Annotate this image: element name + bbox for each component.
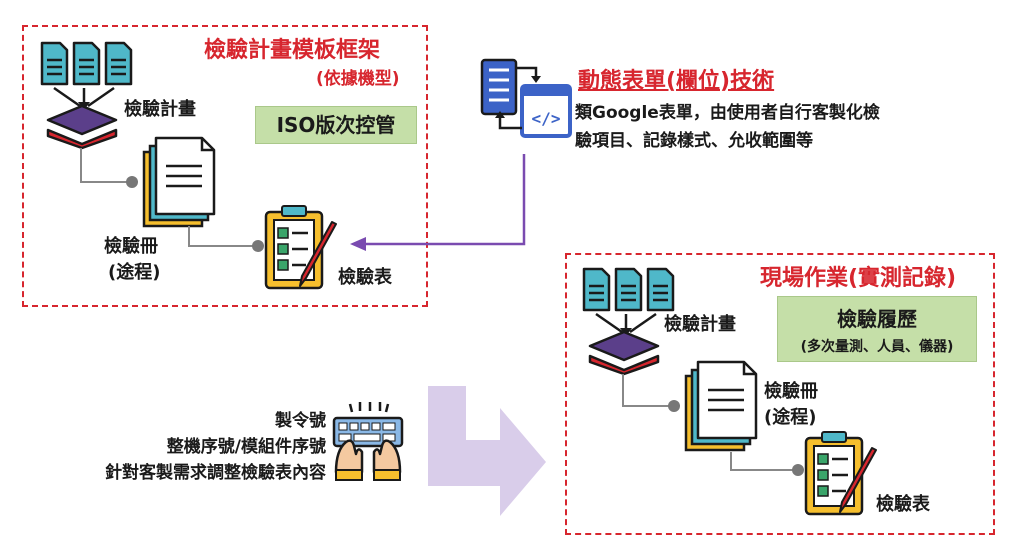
documents-icon — [40, 41, 133, 86]
dynamic-form-title: 動態表單(欄位)技術 — [578, 69, 775, 94]
connector-dot — [252, 240, 264, 252]
field-work-title: 現場作業(實測記錄) — [760, 266, 957, 291]
clipboard-checklist-icon — [804, 431, 877, 516]
inspection-history-title: 檢驗履歷 — [837, 307, 917, 331]
booklet-icon — [142, 136, 216, 228]
inspection-history-box: 檢驗履歷 (多次量測、人員、儀器) — [777, 296, 977, 362]
template-frame-box — [22, 25, 428, 307]
template-frame-title: 檢驗計畫模板框架 — [204, 38, 381, 63]
svg-text:</>: </> — [532, 109, 561, 128]
field-plan-label: 檢驗計畫 — [664, 314, 736, 335]
field-work-box — [565, 253, 995, 535]
template-plan-label: 檢驗計畫 — [124, 99, 196, 120]
documents-icon — [582, 267, 675, 312]
iso-version-badge: ISO版次控管 — [255, 106, 417, 144]
connector-dot — [668, 400, 680, 412]
template-booklet-label-1: 檢驗冊 — [104, 236, 158, 257]
note-order-number: 製令號 — [275, 411, 326, 431]
note-serial-number: 整機序號/模組件序號 — [166, 437, 326, 457]
layer-stack-icon — [46, 104, 118, 150]
template-booklet-label-2: (途程) — [108, 262, 161, 283]
field-booklet-label-2: (途程) — [764, 407, 817, 428]
template-frame-subtitle: (依據機型) — [316, 69, 400, 89]
dynamic-form-desc-1: 類Google表單，由使用者自行客製化檢 — [575, 103, 880, 123]
template-form-label: 檢驗表 — [338, 267, 392, 288]
dynamic-form-icon: </> — [480, 58, 572, 138]
field-form-label: 檢驗表 — [876, 494, 930, 515]
connector-dot — [126, 176, 138, 188]
clipboard-checklist-icon — [264, 205, 337, 290]
field-booklet-label-1: 檢驗冊 — [764, 381, 818, 402]
booklet-icon — [684, 360, 758, 452]
dynamic-form-desc-2: 驗項目、記錄樣式、允收範圍等 — [575, 131, 813, 151]
connector-dot — [792, 464, 804, 476]
inspection-history-sub: (多次量測、人員、儀器) — [800, 339, 954, 355]
keyboard-typing-icon — [332, 402, 404, 481]
note-custom-adjust: 針對客製需求調整檢驗表內容 — [105, 463, 326, 483]
layer-stack-icon — [588, 330, 660, 376]
